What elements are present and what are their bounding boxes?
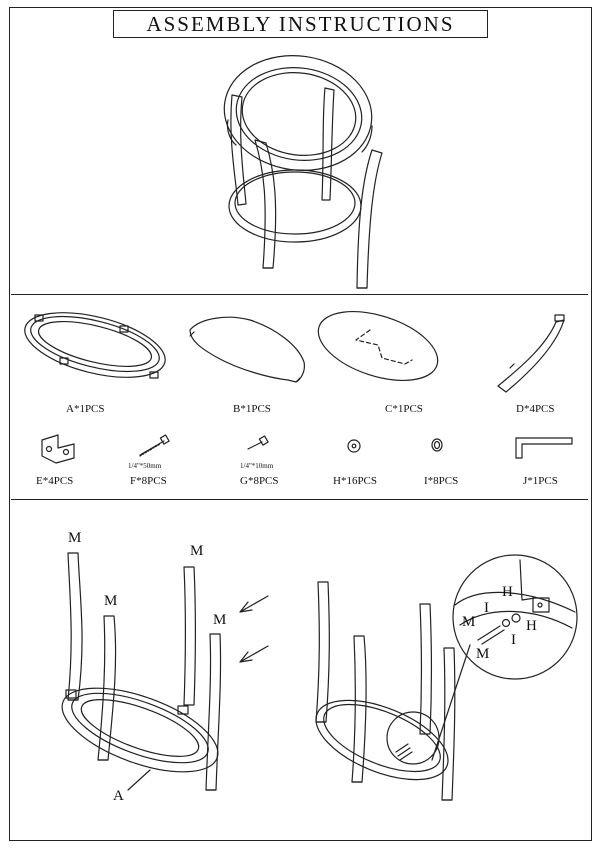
part-f-long-bolt-illustration — [139, 434, 170, 457]
callout-a: A — [113, 788, 124, 804]
part-e-label: E*4PCS — [36, 475, 74, 487]
part-g-spec: 1/4"*10mm — [240, 462, 274, 470]
part-b-shelf-panel-illustration — [189, 316, 305, 383]
page-frame — [9, 7, 592, 841]
part-d-label: D*4PCS — [516, 403, 555, 415]
detail-magnifier-illustration — [452, 554, 578, 680]
callout-m-3: M — [190, 543, 204, 559]
callout-m-4: M — [213, 612, 227, 628]
part-i-label: I*8PCS — [424, 475, 459, 487]
callout-h-2: H — [526, 618, 537, 634]
assembled-table-illustration — [223, 55, 383, 289]
part-h-label: H*16PCS — [333, 475, 378, 487]
callout-m-6: M — [476, 646, 490, 662]
parts-panel — [11, 294, 588, 500]
part-a-label: A*1PCS — [66, 403, 105, 415]
arrow-icons — [239, 595, 269, 663]
part-e-bracket-illustration — [41, 434, 75, 464]
part-f-label: F*8PCS — [130, 475, 167, 487]
callout-m-2: M — [104, 593, 118, 609]
part-a-frame-illustration — [24, 312, 166, 379]
callout-m-1: M — [68, 530, 82, 546]
part-b-label: B*1PCS — [233, 403, 271, 415]
callout-h-1: H — [502, 584, 513, 600]
step-left-illustration — [61, 552, 222, 791]
callout-i-2: I — [511, 632, 516, 648]
callout-m-5: M — [462, 614, 476, 630]
callout-i-1: I — [484, 600, 489, 616]
part-c-label: C*1PCS — [385, 403, 423, 415]
part-h-washer-illustration — [347, 439, 361, 453]
part-f-spec: 1/4"*50mm — [128, 462, 162, 470]
step-right-illustration — [315, 581, 471, 801]
part-g-label: G*8PCS — [240, 475, 279, 487]
part-c-glass-top-illustration — [317, 311, 439, 381]
part-g-short-bolt-illustration — [247, 435, 269, 450]
part-i-lock-washer-illustration — [431, 438, 443, 452]
page-title: ASSEMBLY INSTRUCTIONS — [113, 10, 488, 38]
part-d-leg-illustration — [497, 314, 565, 393]
part-j-label: J*1PCS — [523, 475, 558, 487]
part-j-hex-key-illustration — [515, 437, 573, 459]
